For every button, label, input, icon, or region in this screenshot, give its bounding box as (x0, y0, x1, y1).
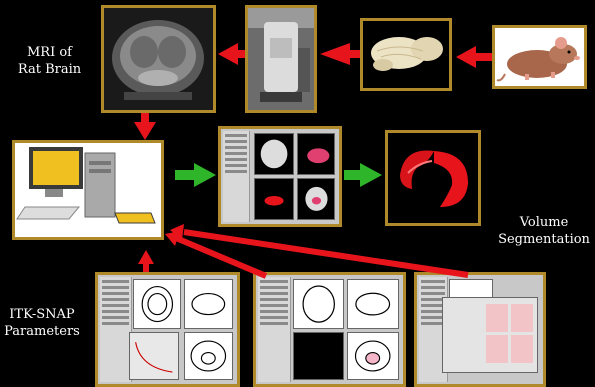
arrow-window3-to-computer (184, 232, 468, 275)
